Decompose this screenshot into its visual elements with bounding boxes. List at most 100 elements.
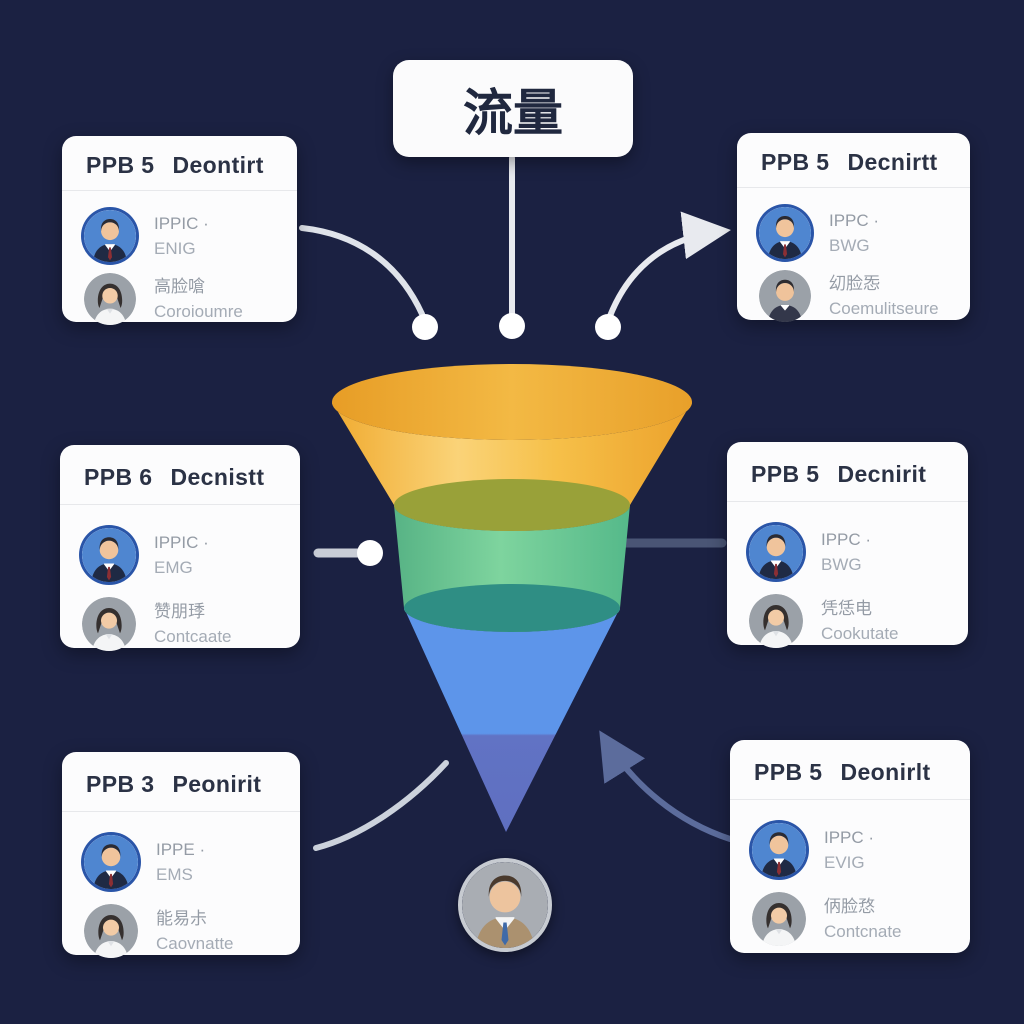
card-code: PPB 6 [84, 464, 153, 490]
woman-avatar [82, 597, 136, 651]
dot-top-left [412, 314, 438, 340]
card-code: PPB 3 [86, 771, 155, 797]
title-text: 流量 [463, 84, 563, 141]
member-row: 能易尗 Caovnatte [84, 904, 278, 958]
member-line2: EMG [154, 558, 193, 577]
connector-top-left-curve [299, 225, 425, 317]
member-line1: IPPE · [156, 839, 206, 859]
member-line1: IPPC · [821, 529, 872, 549]
member-line1: 赞朋㻑 [154, 601, 205, 621]
card-top-left: PPB 5 Deontirt IPPIC · ENIG 高脸嗆 Coroioum… [62, 136, 297, 322]
member-text: IPPC · BWG [829, 208, 879, 259]
card-code: PPB 5 [761, 149, 830, 175]
card-middle-right: PPB 5 Decnirit IPPC · BWG 凭恁电 Cookutate [727, 442, 968, 645]
man-avatar [82, 528, 136, 582]
woman-avatar [84, 273, 136, 325]
member-text: IPPE · EMS [156, 837, 205, 888]
member-line1: IPPIC · [154, 213, 209, 233]
member-line1: 凭恁电 [821, 598, 872, 618]
member-text: 㓜脸㤅 Coemulitseure [829, 271, 939, 322]
woman-avatar [752, 892, 806, 946]
woman-avatar [84, 904, 138, 958]
card-middle-left: PPB 6 Decnistt IPPIC · EMG 赞朋㻑 Contcaate [60, 445, 300, 648]
member-row: IPPE · EMS [84, 835, 278, 889]
member-text: 高脸嗆 Coroioumre [154, 274, 243, 325]
card-top-right: PPB 5 Decnirtt IPPC · BWG 㓜脸㤅 Coemulitse… [737, 133, 970, 320]
funnel-layer-bottom-cone [404, 608, 620, 832]
card-title: Decnirit [837, 461, 927, 487]
member-line1: IPPC · [824, 827, 875, 847]
divider [62, 811, 300, 812]
member-line1: IPPC · [829, 210, 880, 230]
card-title: Deonirlt [840, 759, 931, 785]
member-list: IPPIC · EMG 赞朋㻑 Contcaate [60, 505, 300, 672]
member-row: 赞朋㻑 Contcaate [82, 597, 278, 651]
member-list: IPPC · BWG 凭恁电 Cookutate [727, 502, 968, 669]
card-header: PPB 3 Peonirit [62, 752, 300, 811]
member-line1: 㑂脸㤵 [824, 896, 875, 916]
man-avatar [759, 207, 811, 259]
man-avatar [759, 270, 811, 322]
member-text: IPPIC · ENIG [154, 211, 209, 262]
member-row: 凭恁电 Cookutate [749, 594, 946, 648]
divider [60, 504, 300, 505]
connector-bottom-left-curve [313, 760, 449, 851]
card-title: Decnistt [170, 464, 265, 490]
card-bottom-right: PPB 5 Deonirlt IPPC · EVIG 㑂脸㤵 Contcnate [730, 740, 970, 953]
member-row: 㑂脸㤵 Contcnate [752, 892, 948, 946]
connector-top-right-arrow [607, 211, 731, 319]
member-row: IPPC · EVIG [752, 823, 948, 877]
member-text: 凭恁电 Cookutate [821, 596, 899, 647]
member-line2: Contcnate [824, 922, 902, 941]
card-bottom-left: PPB 3 Peonirit IPPE · EMS 能易尗 Caovnatte [62, 752, 300, 955]
card-title: Deontirt [172, 152, 264, 178]
member-line2: EVIG [824, 853, 865, 872]
member-line2: Caovnatte [156, 934, 234, 953]
dot-title [499, 313, 525, 339]
dot-middle-left [357, 540, 383, 566]
man-avatar [752, 823, 806, 877]
card-header: PPB 5 Deontirt [62, 136, 297, 190]
bottom-man-avatar [458, 858, 552, 952]
member-line1: 高脸嗆 [154, 276, 205, 296]
man-avatar [749, 525, 803, 579]
member-row: IPPC · BWG [759, 207, 948, 259]
member-line2: Cookutate [821, 624, 899, 643]
funnel [332, 364, 692, 832]
member-row: IPPIC · EMG [82, 528, 278, 582]
funnel-layer-bottom-rim [404, 584, 620, 632]
funnel-layer-middle-rim [394, 479, 630, 531]
member-row: IPPIC · ENIG [84, 210, 275, 262]
card-code: PPB 5 [754, 759, 823, 785]
member-list: IPPC · BWG 㓜脸㤅 Coemulitseure [737, 188, 970, 339]
member-line1: 㓜脸㤅 [829, 273, 880, 293]
title-card: 流量 [393, 60, 633, 157]
member-list: IPPE · EMS 能易尗 Caovnatte [62, 812, 300, 979]
member-line2: ENIG [154, 239, 196, 258]
member-row: 㓜脸㤅 Coemulitseure [759, 270, 948, 322]
card-title: Peonirit [172, 771, 262, 797]
card-header: PPB 5 Decnirtt [737, 133, 970, 187]
card-header: PPB 6 Decnistt [60, 445, 300, 504]
member-list: IPPIC · ENIG 高脸嗆 Coroioumre [62, 191, 297, 342]
member-text: 㑂脸㤵 Contcnate [824, 894, 902, 945]
member-line2: BWG [829, 236, 870, 255]
member-text: IPPIC · EMG [154, 530, 209, 581]
member-text: 能易尗 Caovnatte [156, 906, 234, 957]
member-line1: IPPIC · [154, 532, 209, 552]
card-code: PPB 5 [751, 461, 820, 487]
member-list: IPPC · EVIG 㑂脸㤵 Contcnate [730, 800, 970, 967]
woman-avatar [749, 594, 803, 648]
card-title: Decnirtt [847, 149, 938, 175]
member-line2: Coemulitseure [829, 299, 939, 318]
connector-bottom-right-arrow [599, 730, 733, 842]
divider [62, 190, 297, 191]
card-header: PPB 5 Deonirlt [730, 740, 970, 799]
member-line2: EMS [156, 865, 193, 884]
funnel-layer-top-rim [332, 364, 692, 440]
card-code: PPB 5 [86, 152, 155, 178]
divider [730, 799, 970, 800]
man-avatar [84, 210, 136, 262]
